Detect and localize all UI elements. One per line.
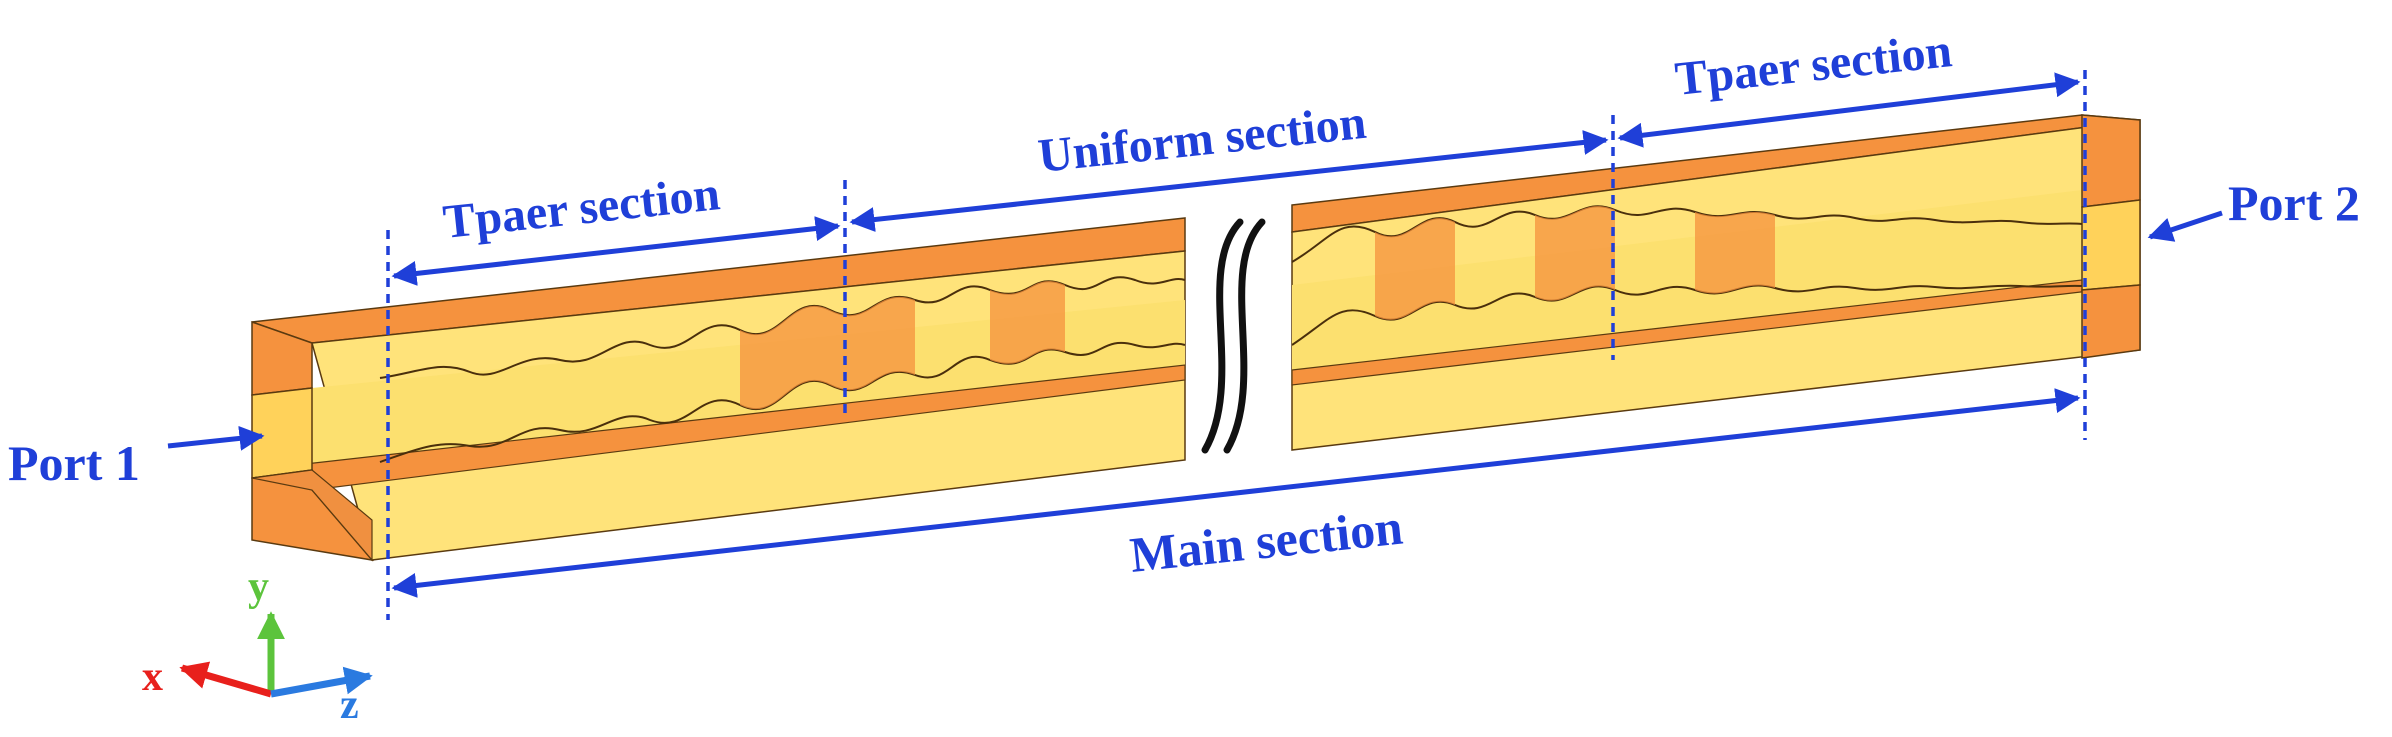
- label-port1: Port 1: [8, 435, 140, 491]
- right-slot-face: [1292, 190, 2082, 370]
- uniform-arrow: [849, 130, 1609, 232]
- right-corrugation-lower: [1291, 284, 2083, 346]
- taper-left-arrow: [391, 216, 841, 286]
- port1-end-slot: [251, 387, 313, 479]
- axis-z-label: z: [340, 682, 359, 728]
- label-main: Main section: [1127, 499, 1405, 583]
- label-port2: Port 2: [2228, 175, 2360, 231]
- right-teeth-shading: [1375, 206, 1775, 320]
- break-mark: [1201, 218, 1266, 454]
- label-taper-right: Tpaer section: [1673, 24, 1955, 106]
- coordinate-axes: y x z: [142, 564, 373, 728]
- main-arrow: [391, 388, 2081, 598]
- section-boundaries: [386, 70, 2087, 620]
- axis-z-arrow: [270, 666, 373, 698]
- port1-end-block: [251, 469, 373, 562]
- axis-x-arrow: [179, 661, 272, 698]
- axis-x-label: x: [142, 654, 163, 700]
- label-taper-left: Tpaer section: [441, 167, 723, 249]
- port2-end-slot: [2081, 199, 2141, 291]
- waveguide-right-block: [1291, 114, 2141, 451]
- port1-arrow: [167, 425, 265, 451]
- port2-arrow: [2147, 210, 2223, 242]
- axis-y-label: y: [248, 564, 269, 610]
- dimension-arrows: [167, 72, 2223, 598]
- waveguide-left-block: [251, 217, 1186, 562]
- left-teeth-shading: [740, 281, 1065, 410]
- taper-right-arrow: [1617, 72, 2081, 148]
- port2-end-lower: [2081, 284, 2141, 359]
- port2-end-upper: [2081, 114, 2141, 208]
